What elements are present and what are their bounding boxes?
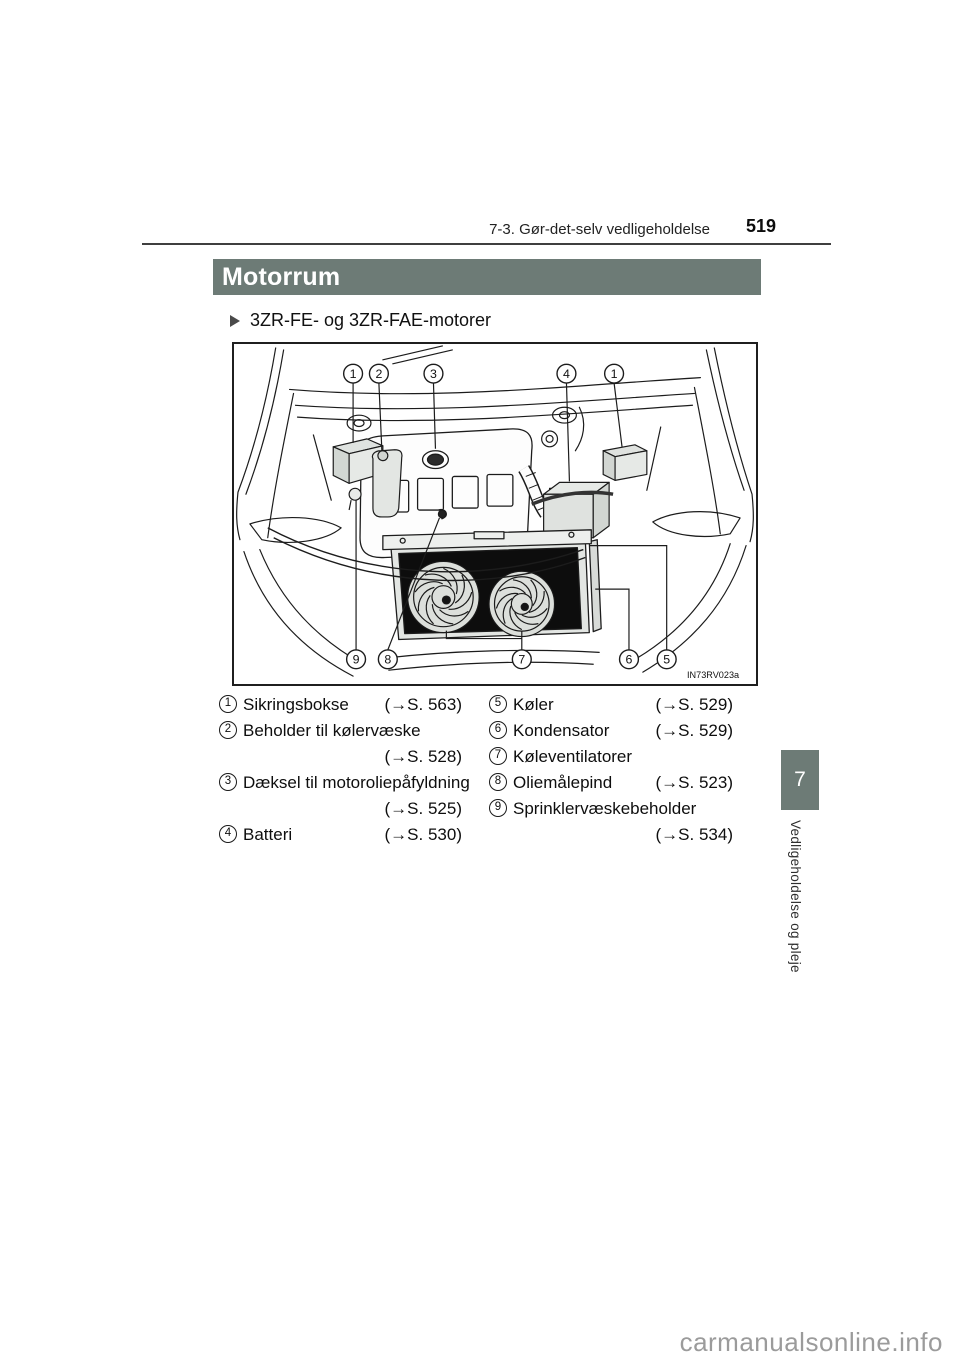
header-section-title: 7-3. Gør-det-selv vedligeholdelse <box>489 221 710 238</box>
figure-callout-7: 7 <box>518 653 525 667</box>
legend-item-2-ref: (→S. 528) <box>219 745 462 769</box>
legend-item-7: 7 Køleventilatorer <box>489 745 733 769</box>
callout-number-badge: 9 <box>489 799 507 817</box>
watermark-text: carmanualsonline.info <box>679 1327 943 1357</box>
legend-item-3-ref: (→S. 525) <box>219 797 462 821</box>
section-title-bar: Motorrum <box>213 259 761 295</box>
callout-number-badge: 8 <box>489 773 507 791</box>
callout-number-badge: 2 <box>219 721 237 739</box>
legend-item-4: 4 Batteri (→S. 530) <box>219 823 462 847</box>
legend-page-ref: (→S. 529) <box>655 695 733 714</box>
legend-label: Køler <box>513 695 554 714</box>
engine-variant-label: 3ZR-FE- og 3ZR-FAE-motorer <box>250 310 492 330</box>
section-title: Motorrum <box>222 263 341 291</box>
legend-item-8: 8 Oliemålepind (→S. 523) <box>489 771 733 795</box>
figure-callout-1: 1 <box>350 367 357 381</box>
legend-item-6: 6 Kondensator (→S. 529) <box>489 719 733 743</box>
legend-item-1: 1 Sikringsbokse (→S. 563) <box>219 693 462 717</box>
engine-variant-row: 3ZR-FE- og 3ZR-FAE-motorer <box>230 310 491 331</box>
bullet-arrow-icon <box>230 314 240 327</box>
callout-number-badge: 7 <box>489 747 507 765</box>
legend-item-2: 2 Beholder til kølervæske <box>219 719 462 743</box>
header-rule <box>142 243 831 245</box>
legend-item-9-ref: (→S. 534) <box>489 823 733 847</box>
figure-id-label: IN73RV023a <box>687 670 740 680</box>
legend-label: Sikringsbokse <box>243 695 349 714</box>
legend-label: Køleventilatorer <box>513 747 633 766</box>
chapter-number: 7 <box>794 768 806 791</box>
callout-number-badge: 5 <box>489 695 507 713</box>
legend-label: Kondensator <box>513 721 610 740</box>
legend-item-3: 3 Dæksel til motoroliepåfyldning <box>219 771 470 795</box>
figure-callout-2: 2 <box>375 367 382 381</box>
legend-page-ref: (→S. 563) <box>384 695 462 714</box>
legend-label: Sprinklervæskebeholder <box>513 799 697 818</box>
callout-number-badge: 4 <box>219 825 237 843</box>
legend-page-ref: (→S. 525) <box>384 799 462 818</box>
engine-bay-line-art: 1 2 3 4 1 9 8 7 6 5 IN73RV023a <box>236 345 754 680</box>
legend-label: Dæksel til motoroliepåfyldning <box>243 773 470 792</box>
figure-callout-4: 4 <box>563 367 570 381</box>
callout-number-badge: 6 <box>489 721 507 739</box>
legend-label: Beholder til kølervæske <box>243 721 421 740</box>
legend-page-ref: (→S. 534) <box>655 825 733 844</box>
figure-callout-9: 9 <box>353 653 360 667</box>
callout-number-badge: 3 <box>219 773 237 791</box>
header-page-number: 519 <box>746 216 777 236</box>
legend-item-5: 5 Køler (→S. 529) <box>489 693 733 717</box>
figure-callout-6: 6 <box>626 653 633 667</box>
callout-number-badge: 1 <box>219 695 237 713</box>
figure-callout-1b: 1 <box>611 367 618 381</box>
legend-page-ref: (→S. 528) <box>384 747 462 766</box>
legend-label: Oliemålepind <box>513 773 613 792</box>
chapter-title-vertical: Vedligeholdelse og pleje <box>788 820 803 973</box>
legend-label: Batteri <box>243 825 293 844</box>
legend-item-9: 9 Sprinklervæskebeholder <box>489 797 733 821</box>
engine-compartment-figure: 1 2 3 4 1 9 8 7 6 5 IN73RV023a <box>232 342 758 686</box>
legend-page-ref: (→S. 530) <box>384 825 462 844</box>
legend-page-ref: (→S. 529) <box>655 721 733 740</box>
legend-page-ref: (→S. 523) <box>655 773 733 792</box>
chapter-tab: 7 <box>781 750 819 810</box>
figure-callout-8: 8 <box>384 653 391 667</box>
figure-callout-3: 3 <box>430 367 437 381</box>
figure-callout-5: 5 <box>663 653 670 667</box>
